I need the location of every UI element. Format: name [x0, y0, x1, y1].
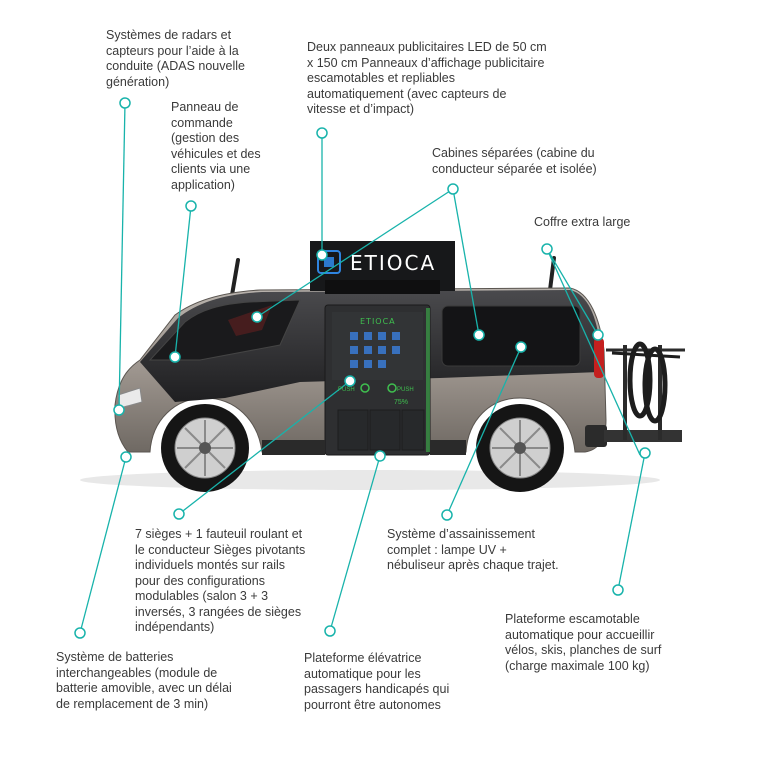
annotation-markers: [74, 97, 651, 639]
door-battery-grid: [337, 409, 425, 451]
tail-light: [594, 338, 604, 378]
label-sanitation: Système d’assainissement complet : lampe…: [387, 527, 559, 572]
bicycle-icon: [611, 341, 681, 424]
label-trunk: Coffre extra large: [534, 215, 631, 229]
logo-icon: [317, 250, 341, 274]
battery-readout: 75%: [394, 399, 408, 406]
door-icon-grid: [350, 332, 400, 368]
bike-rack: [604, 345, 685, 442]
label-adas: Systèmes de radars et capteurs pour l’ai…: [106, 28, 245, 89]
label-batteries: Système de batteries interchangeables (m…: [56, 650, 232, 711]
push-button-left-icon: [360, 383, 370, 393]
rear-window: [441, 305, 581, 367]
lower-skirt: [262, 440, 325, 455]
label-cabins: Cabines séparées (cabine du conducteur s…: [432, 146, 597, 176]
label-seats: 7 sièges + 1 fauteuil roulant et le cond…: [135, 527, 306, 634]
door-panel-upper: [332, 312, 423, 380]
rear-skirt: [430, 440, 466, 455]
label-control-panel: Panneau de commande (gestion des véhicul…: [171, 100, 261, 192]
push-button-right-icon: [387, 383, 397, 393]
label-platform-rear: Plateforme escamotable automatique pour …: [505, 612, 662, 673]
leader-lines: [79, 102, 646, 634]
rear-bumper: [585, 425, 607, 447]
antenna-front: [230, 258, 240, 297]
driver-cabin-window: [228, 305, 272, 336]
push-label-left: PUSH: [338, 387, 355, 393]
label-led-panels: Deux panneaux publicitaires LED de 50 cm…: [307, 40, 547, 116]
roof-led-stand: [325, 280, 440, 294]
door-brand-logo: ETIOCA: [360, 317, 396, 326]
door-green-strip: [426, 308, 430, 452]
ground-shadow: [80, 470, 660, 490]
rear-wheel: [476, 404, 564, 492]
front-wheel: [161, 404, 249, 492]
label-lift-platform: Plateforme élévatrice automatique pour l…: [304, 651, 450, 712]
push-label-right: PUSH: [397, 387, 414, 393]
roof-brand-logo: ETIOCA: [350, 251, 436, 275]
